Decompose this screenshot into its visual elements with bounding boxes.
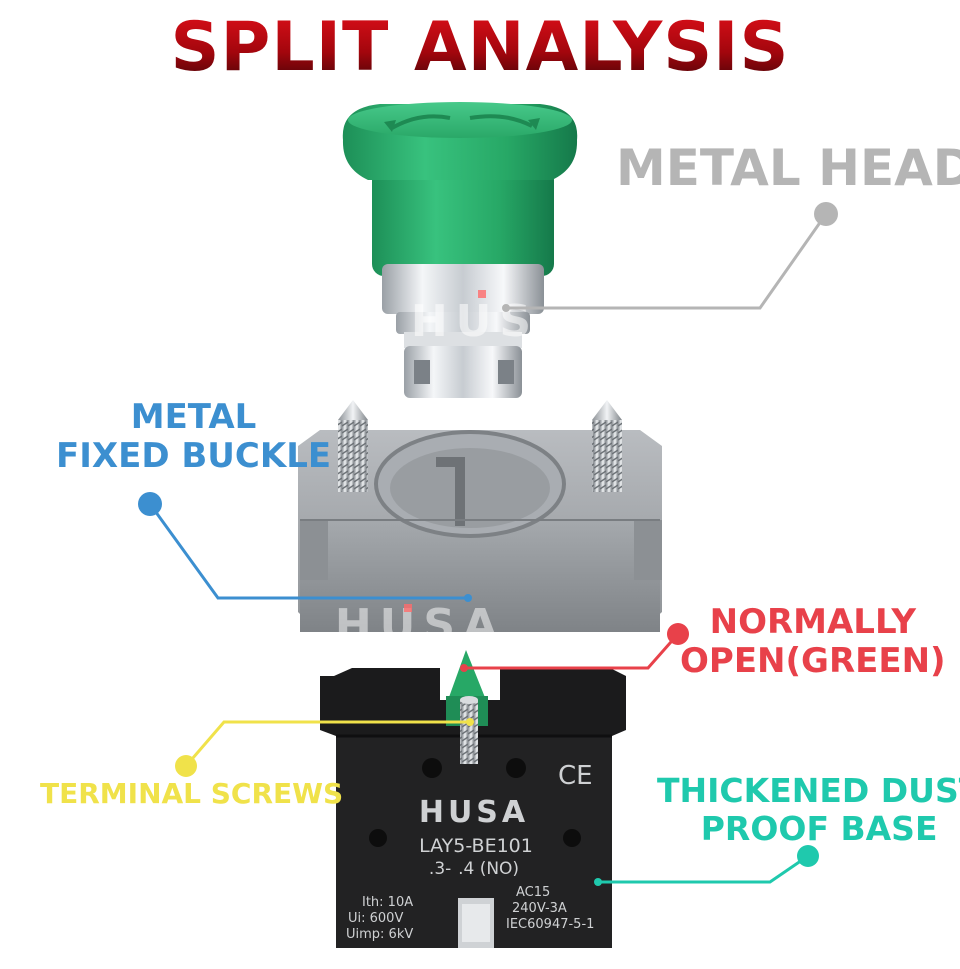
spec-voltage: 240V-3A xyxy=(512,901,567,916)
watermark-lower: HUSA xyxy=(335,600,505,651)
contact-block-contact: .3- .4 (NO) xyxy=(429,859,519,879)
contact-block-brand: HUSA xyxy=(419,795,529,830)
ce-mark: CE xyxy=(558,761,593,791)
metal-fixed-buckle xyxy=(298,430,662,632)
label-thickened-base-line2: PROOF BASE xyxy=(700,808,938,848)
callout-metal-fixed-buckle xyxy=(138,492,472,602)
label-normally-open-line2: OPEN(GREEN) xyxy=(680,641,946,682)
watermark-dot-upper xyxy=(478,290,486,298)
contact-block-base xyxy=(320,668,626,948)
buckle-screw-left xyxy=(338,400,368,492)
page-title: SPLIT ANALYSIS xyxy=(0,8,960,88)
buckle-screw-right xyxy=(592,400,622,492)
terminal-screw xyxy=(460,696,478,764)
callout-thickened-base xyxy=(594,845,819,886)
spec-standard: IEC60947-5-1 xyxy=(506,917,594,932)
label-normally-open: NORMALLY OPEN(GREEN) xyxy=(680,602,946,682)
label-terminal-screws: TERMINAL SCREWS xyxy=(40,777,344,810)
label-metal-fixed-buckle-line2: FIXED BUCKLE xyxy=(56,436,332,477)
contact-block-model: LAY5-BE101 xyxy=(419,835,533,857)
spec-ith: Ith: 10A xyxy=(362,895,413,910)
metal-head-bezel xyxy=(382,264,544,398)
watermark-upper: HUSA xyxy=(411,296,581,347)
label-metal-fixed-buckle-line1: METAL xyxy=(130,397,257,437)
spec-ui: Ui: 600V xyxy=(348,911,403,926)
label-thickened-base: THICKENED DUST PROOF BASE xyxy=(657,772,960,848)
watermark-dot-lower xyxy=(404,604,412,612)
label-metal-head: METAL HEAD xyxy=(616,139,960,197)
spec-ac15: AC15 xyxy=(516,885,550,900)
mushroom-button-head xyxy=(342,102,578,276)
label-normally-open-line1: NORMALLY xyxy=(709,602,916,642)
label-thickened-base-line1: THICKENED DUST xyxy=(657,771,960,810)
label-metal-fixed-buckle: METAL FIXED BUCKLE xyxy=(56,397,332,477)
callout-normally-open xyxy=(460,623,689,672)
spec-uimp: Uimp: 6kV xyxy=(346,927,413,942)
callout-metal-head xyxy=(502,202,838,312)
callout-terminal-screws xyxy=(175,718,474,777)
